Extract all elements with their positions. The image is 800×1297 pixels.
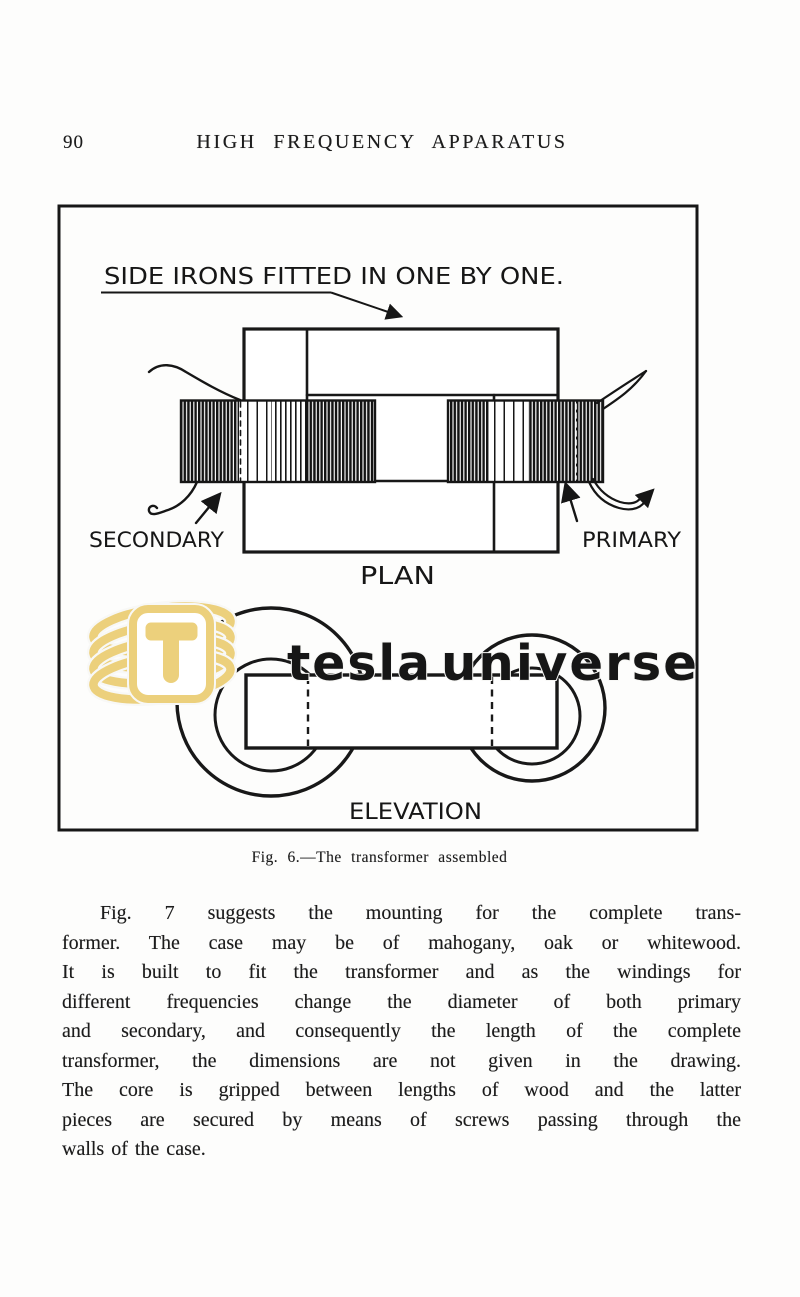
side-irons-annotation: SIDE IRONS FITTED IN ONE BY ONE.: [101, 262, 564, 320]
paragraph-line: Fig. 7 suggests the mounting for the com…: [100, 902, 741, 924]
secondary-arrow: [194, 491, 222, 525]
elevation-label: ELEVATION: [349, 799, 482, 825]
side-irons-label: SIDE IRONS FITTED IN ONE BY ONE.: [104, 262, 564, 290]
primary-arrow: [561, 481, 581, 523]
paragraph-line: pieces are secured by means of screws pa…: [62, 1108, 741, 1131]
logo-t-glyph: [142, 619, 201, 686]
figure-border: [57, 204, 699, 832]
running-title: HIGH FREQUENCY APPARATUS: [196, 131, 568, 153]
watermark-word-universe: universe: [441, 635, 699, 692]
figure-6-drawing: SIDE IRONS FITTED IN ONE BY ONE.: [57, 204, 699, 832]
secondary-winding: [179, 399, 377, 484]
primary-winding: [446, 399, 605, 484]
primary-label: PRIMARY: [582, 528, 682, 553]
paragraph-line: The core is gripped between lengths of w…: [62, 1079, 741, 1101]
watermark: tesla universe: [86, 600, 699, 706]
tesla-coil-logo: [86, 600, 238, 706]
figure-caption: Fig. 6.—The transformer assembled: [251, 849, 508, 866]
paragraph-line: different frequencies change the diamete…: [62, 990, 741, 1013]
elevation-core: [244, 673, 559, 750]
plan-label: PLAN: [360, 561, 435, 590]
primary-leads: [587, 369, 655, 511]
secondary-label: SECONDARY: [89, 528, 225, 553]
paragraph-line: It is built to fit the transformer and a…: [62, 961, 741, 983]
paragraph-line: former. The case may be of mahogany, oak…: [62, 931, 741, 954]
elevation-view: ELEVATION: [175, 606, 607, 825]
side-irons-leader-arrow: [330, 291, 404, 320]
paragraph-line: and secondary, and consequently the leng…: [62, 1020, 741, 1042]
secondary-leads: [147, 364, 242, 516]
plan-view: SECONDARY PRIMARY PLAN: [89, 327, 682, 590]
paragraph-line: walls of the case.: [62, 1138, 206, 1160]
body-paragraph: Fig. 7 suggests the mounting for the com…: [62, 899, 741, 1165]
page-number: 90: [63, 132, 84, 153]
paragraph-line: transformer, the dimensions are not give…: [62, 1049, 741, 1072]
watermark-word-tesla: tesla: [287, 635, 432, 692]
